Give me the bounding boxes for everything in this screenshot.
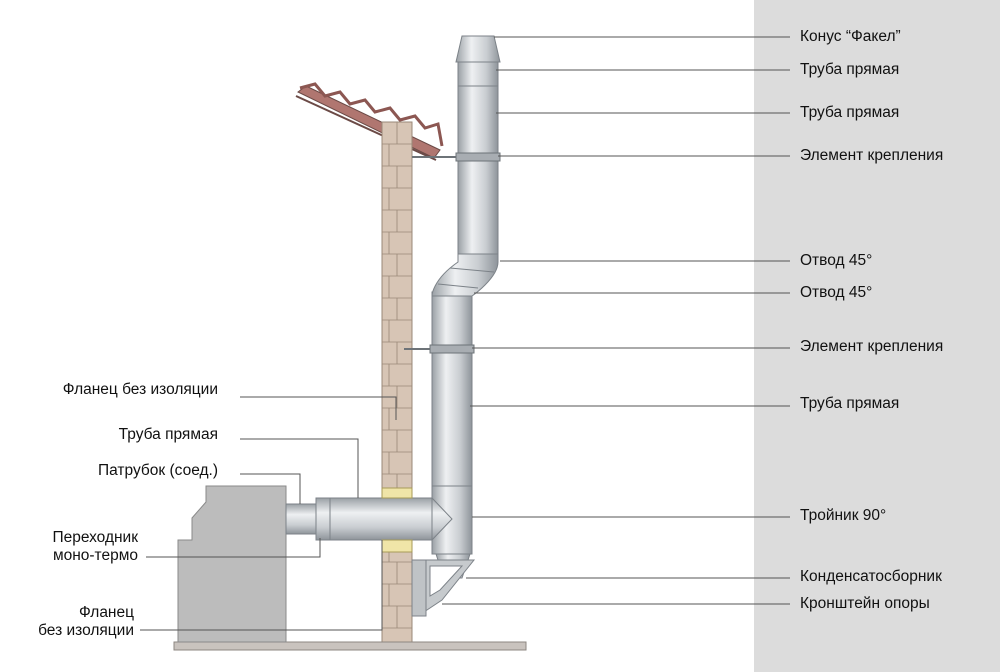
- floor: [173, 641, 527, 651]
- label-flange-2-line1: Фланец: [79, 604, 134, 621]
- label-flange-1: Фланец без изоляции: [62, 381, 218, 398]
- lower-vertical-pipe: [431, 291, 473, 487]
- cone-torch: [455, 35, 501, 63]
- label-elbow-2: Отвод 45°: [800, 284, 873, 301]
- leader-lines-left: [140, 396, 397, 631]
- label-adapter-line1: Переходник: [52, 529, 138, 546]
- label-spigot: Патрубок (соед.): [98, 462, 218, 479]
- elbows-45: [431, 251, 499, 297]
- boiler: [177, 485, 319, 643]
- label-bracket: Кронштейн опоры: [800, 595, 930, 612]
- label-cone: Конус “Факел”: [800, 28, 901, 45]
- label-tee: Тройник 90°: [800, 507, 887, 524]
- label-elbow-1: Отвод 45°: [800, 252, 873, 269]
- roof: [295, 82, 444, 161]
- condensate-and-bracket: [411, 553, 476, 617]
- horizontal-pipe: [315, 487, 437, 553]
- label-pipe-straight-2: Труба прямая: [800, 104, 900, 121]
- label-pipe-straight-4: Труба прямая: [118, 426, 218, 443]
- label-pipe-straight-1: Труба прямая: [800, 61, 900, 78]
- tee-90: [431, 483, 473, 555]
- exterior-wall: [754, 0, 1000, 672]
- label-flange-2-line2: без изоляции: [38, 622, 134, 639]
- label-mount-element-2: Элемент крепления: [800, 338, 944, 355]
- mount-clamps: [404, 152, 501, 354]
- label-condensate: Конденсатосборник: [800, 568, 942, 585]
- leader-lines-right: [442, 36, 790, 605]
- label-pipe-straight-3: Труба прямая: [800, 395, 900, 412]
- brick-wall: [381, 121, 413, 645]
- label-mount-element-1: Элемент крепления: [800, 147, 944, 164]
- label-adapter-line2: моно-термо: [52, 547, 138, 564]
